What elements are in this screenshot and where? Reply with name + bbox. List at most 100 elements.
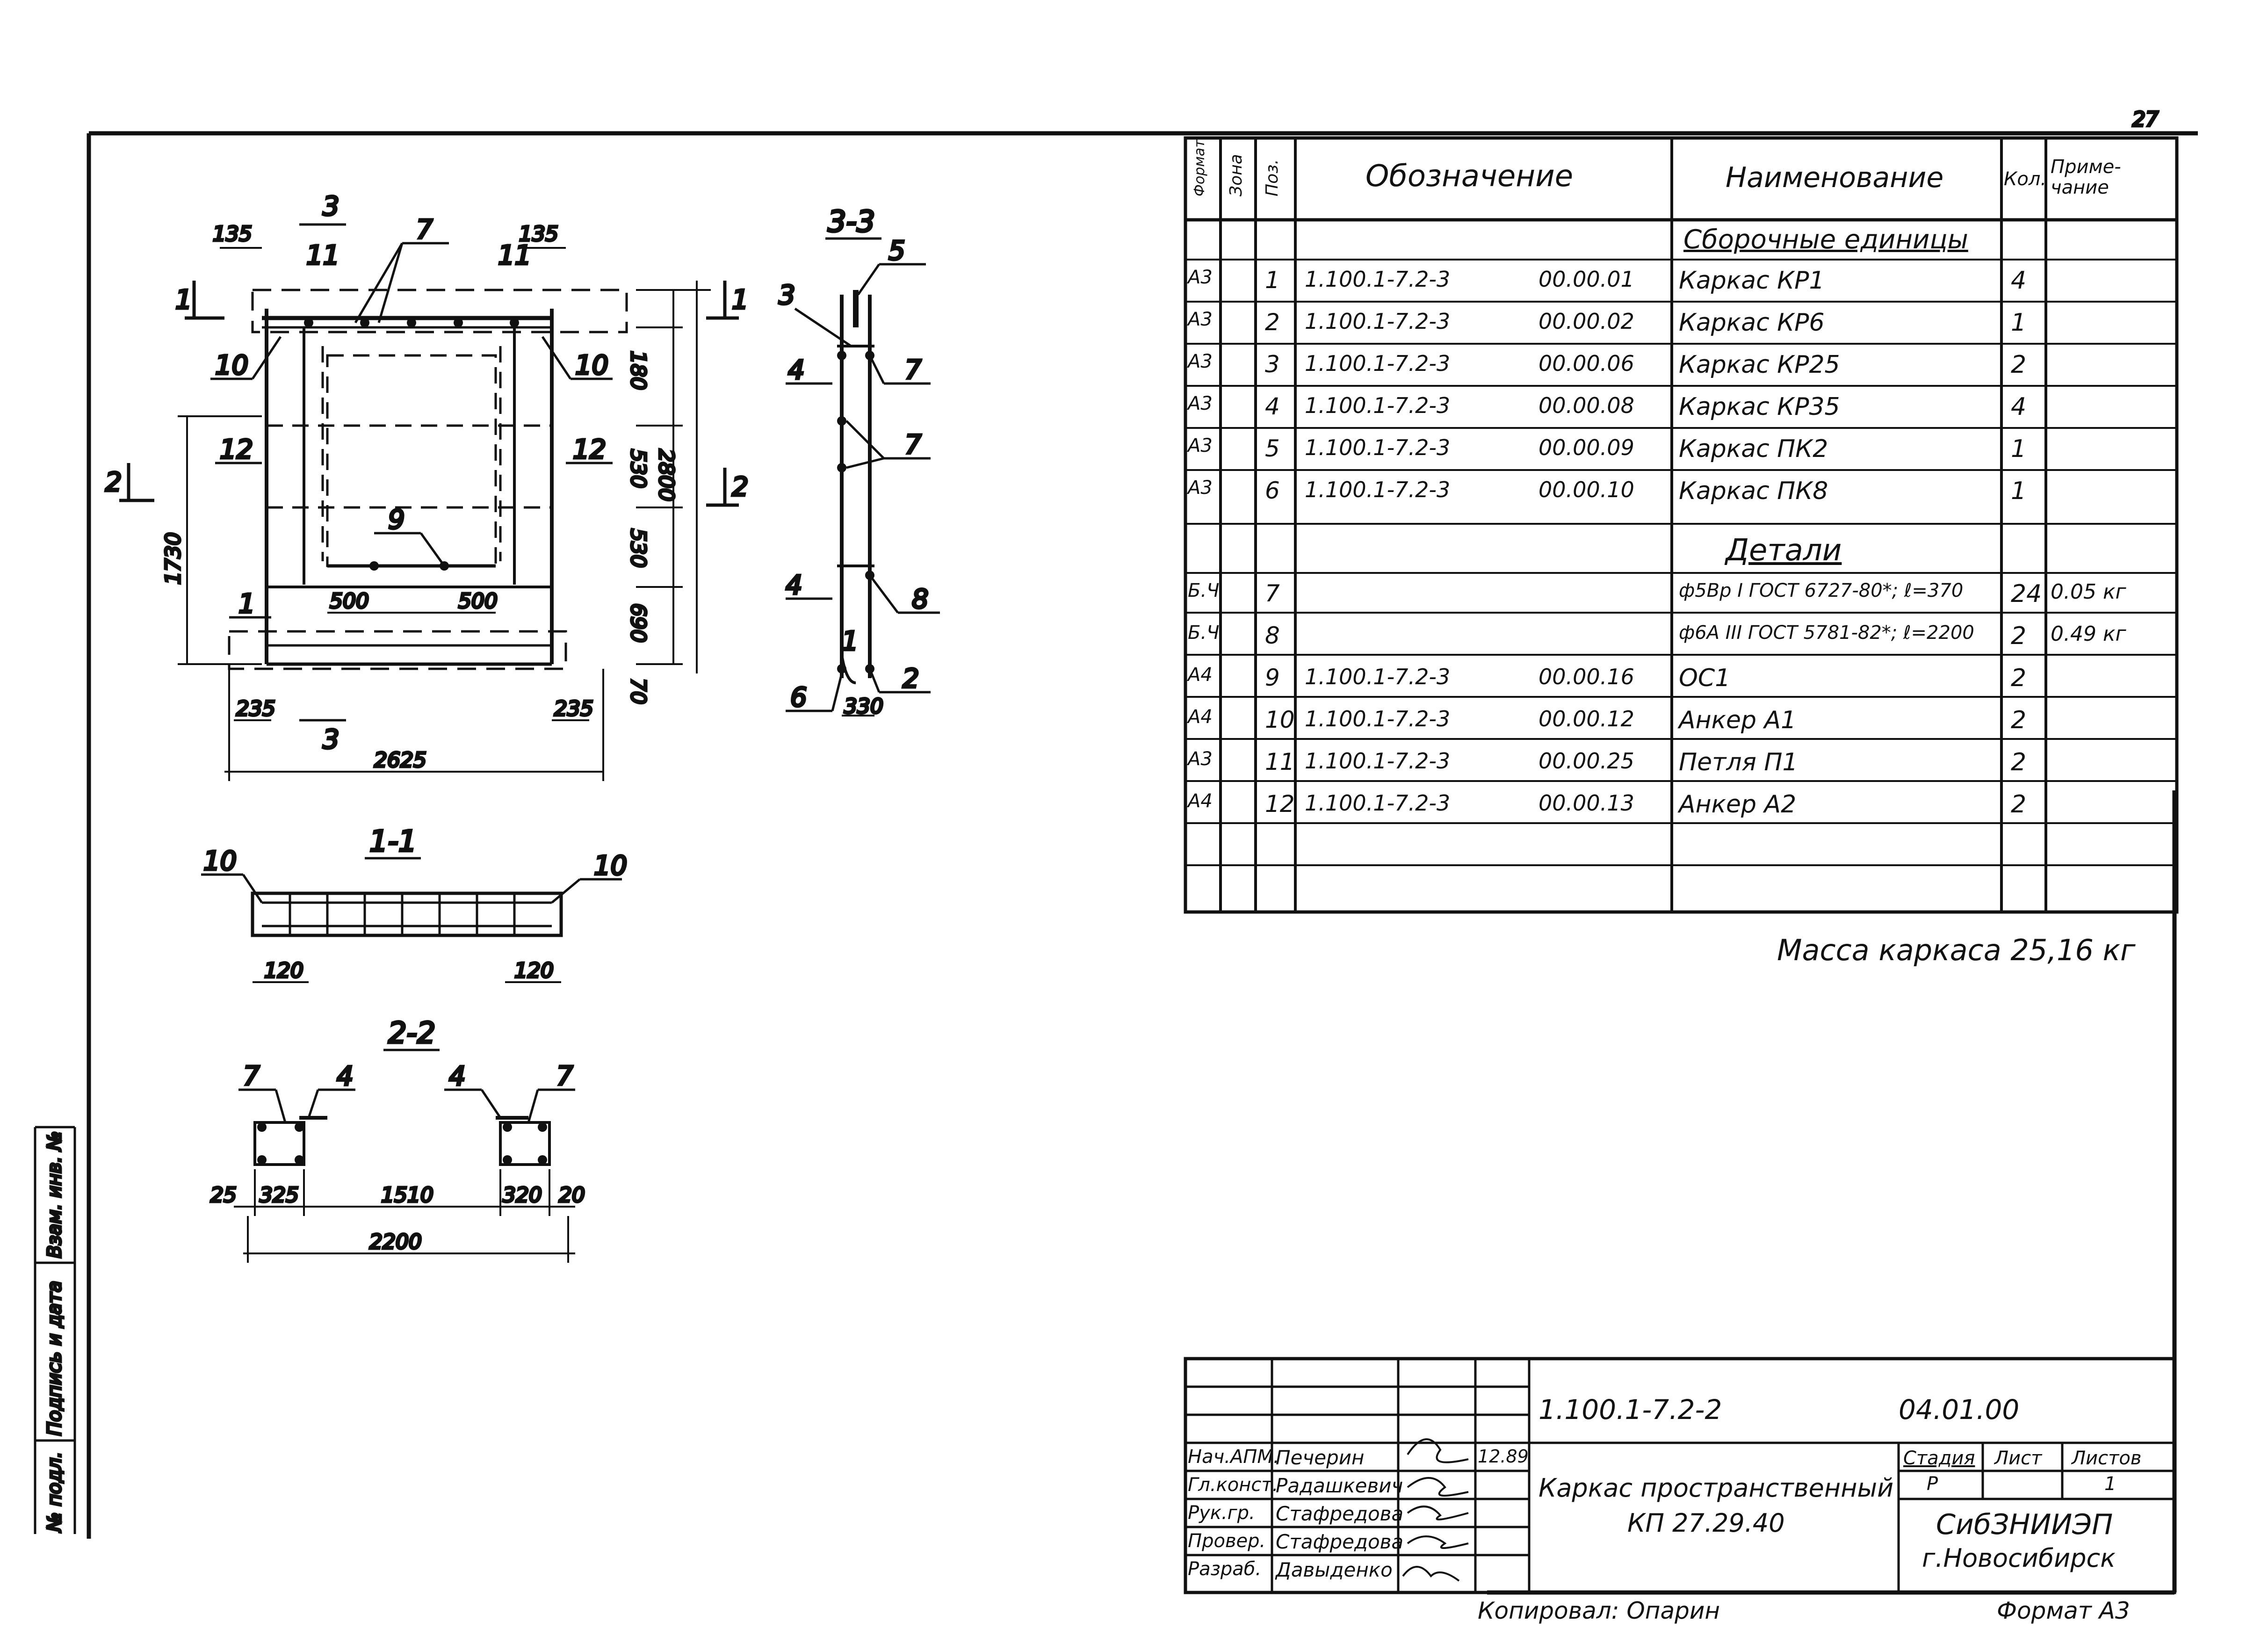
tb-format: Формат А3: [1997, 1597, 2130, 1624]
bom-cell-format: А3: [1188, 309, 1213, 330]
tb-person-name: Радашкевич: [1276, 1474, 1403, 1497]
bom-cell-qty: 24: [2011, 580, 2042, 608]
bom-cell-doc: 1.100.1-7.2-3: [1305, 664, 1451, 689]
bom-cell-qty: 2: [2011, 748, 2027, 776]
callout-7-left-22: 7: [243, 1061, 260, 1092]
bom-cell-format: А3: [1188, 748, 1213, 770]
bom-cell-name: Каркас КР6: [1679, 309, 1825, 337]
bom-cell-format: Б.Ч: [1188, 622, 1220, 644]
tb-role: Провер.: [1188, 1530, 1266, 1552]
bom-cell-pos: 12: [1265, 790, 1295, 818]
bom-cell-code: 00.00.25: [1538, 748, 1634, 774]
dim-70: 70: [626, 678, 650, 704]
tb-person-name: Стафредова: [1276, 1530, 1404, 1553]
tb-role: Разраб.: [1188, 1558, 1262, 1580]
bom-cell-name: ф5Вр I ГОСТ 6727-80*; ℓ=370: [1679, 580, 1964, 601]
tb-sheet-label: Лист: [1994, 1448, 2042, 1469]
bom-cell-doc: 1.100.1-7.2-3: [1305, 393, 1451, 418]
bom-cell-qty: 4: [2011, 267, 2027, 295]
title-block: [1184, 1357, 2176, 1594]
callout-10-left-11: 10: [203, 846, 237, 876]
bom-header-format: Формат: [1192, 139, 1208, 196]
bom-cell-doc: 1.100.1-7.2-3: [1305, 267, 1451, 292]
dim-135-right: 135: [519, 222, 558, 246]
callout-1: 1: [238, 589, 255, 619]
bom-cell-qty: 2: [2011, 664, 2027, 692]
tb-person-name: Печерин: [1276, 1446, 1365, 1469]
bom-cell-doc: 1.100.1-7.2-3: [1305, 748, 1451, 774]
tb-person-date: 12.89: [1478, 1446, 1529, 1467]
callout-9: 9: [388, 505, 405, 535]
stamp-inv: Взам. инв. №: [44, 1131, 65, 1258]
view-1-1-title: 1-1: [369, 824, 417, 858]
view-2-2-title: 2-2: [388, 1016, 435, 1050]
bom-cell-qty: 2: [2011, 706, 2027, 734]
tb-role: Нач.АПМ.: [1188, 1446, 1279, 1468]
bom-cell-note: 0.49 кг: [2051, 622, 2126, 646]
bom-cell-name: Петля П1: [1679, 748, 1798, 776]
bom-cell-note: 0.05 кг: [2051, 580, 2126, 604]
dim-320: 320: [503, 1183, 542, 1207]
bom-header-pos: Поз.: [1263, 159, 1282, 196]
corner-mark: 27: [2132, 108, 2159, 131]
dim-235-left: 235: [236, 697, 275, 721]
tb-item-title-2: КП 27.29.40: [1627, 1508, 1785, 1538]
bom-cell-code: 00.00.10: [1538, 477, 1634, 502]
callout-3: 3: [779, 280, 795, 311]
dim-25: 25: [210, 1183, 237, 1207]
bom-cell-pos: 6: [1265, 477, 1280, 504]
tb-role: Гл.конст.: [1188, 1474, 1278, 1496]
bom-cell-name: Каркас КР1: [1679, 267, 1825, 295]
callout-12-left: 12: [220, 434, 253, 465]
callout-3-top: 3: [323, 191, 339, 222]
bom-cell-doc: 1.100.1-7.2-3: [1305, 706, 1451, 731]
callout-10-right: 10: [575, 350, 608, 381]
bom-cell-doc: 1.100.1-7.2-3: [1305, 435, 1451, 460]
tb-sheets-value: 1: [2104, 1473, 2116, 1495]
bom-section-details: Детали: [1726, 533, 1842, 568]
bom-cell-name: Каркас КР25: [1679, 351, 1840, 379]
dim-120-left: 120: [264, 959, 303, 983]
bom-header-qty: Кол.: [2004, 168, 2047, 190]
bom-cell-name: ф6А III ГОСТ 5781-82*; ℓ=2200: [1679, 622, 1974, 644]
bom-header-name: Наименование: [1726, 161, 1944, 194]
bom-cell-code: 00.00.02: [1538, 309, 1634, 334]
callout-10-left: 10: [215, 350, 248, 381]
callout-7-top: 7: [905, 355, 922, 385]
callout-7-mid: 7: [905, 430, 922, 460]
view-3-3: 3-3 5 3 7 4 7 4 8 6 2 1 330: [778, 203, 940, 720]
callout-4-top: 4: [788, 355, 805, 385]
section-1-left: 1: [175, 285, 192, 315]
callout-1-33: 1: [842, 626, 859, 657]
callout-4-left-22: 4: [337, 1061, 354, 1092]
bom-cell-qty: 2: [2011, 622, 2027, 650]
tb-org-1: СибЗНИИЭП: [1936, 1508, 2113, 1541]
dim-530a: 530: [626, 449, 650, 488]
bom-cell-name: Каркас КР35: [1679, 393, 1840, 421]
callout-12-right: 12: [573, 434, 606, 465]
callout-4-bottom: 4: [786, 570, 802, 601]
bom-header-zone: Зона: [1227, 154, 1246, 196]
bom-cell-pos: 8: [1265, 622, 1280, 649]
callout-2: 2: [903, 664, 919, 694]
mass-label: Масса каркаса 25,16 кг: [1777, 933, 2136, 967]
dim-2200: 2200: [369, 1230, 422, 1254]
bom-cell-doc: 1.100.1-7.2-3: [1305, 351, 1451, 376]
bom-section-assembly: Сборочные единицы: [1683, 224, 1968, 255]
bom-cell-format: А3: [1188, 477, 1213, 499]
bom-cell-qty: 2: [2011, 351, 2027, 379]
tb-stage-label: Стадия: [1903, 1448, 1975, 1469]
bom-cell-format: А4: [1188, 790, 1213, 812]
callout-7-right-22: 7: [556, 1061, 573, 1092]
tb-org-2: г.Новосибирск: [1922, 1543, 2116, 1573]
dim-20: 20: [559, 1183, 585, 1207]
bom-cell-format: А3: [1188, 435, 1213, 456]
tb-person-name: Давыденко: [1276, 1558, 1393, 1581]
view-3-3-title: 3-3: [828, 204, 875, 239]
bom-cell-name: Каркас ПК8: [1679, 477, 1828, 505]
callout-11-right: 11: [498, 240, 531, 271]
bom-cell-doc: 1.100.1-7.2-3: [1305, 309, 1451, 334]
dim-500b: 500: [458, 589, 498, 613]
callout-3-bottom: 3: [323, 724, 339, 755]
